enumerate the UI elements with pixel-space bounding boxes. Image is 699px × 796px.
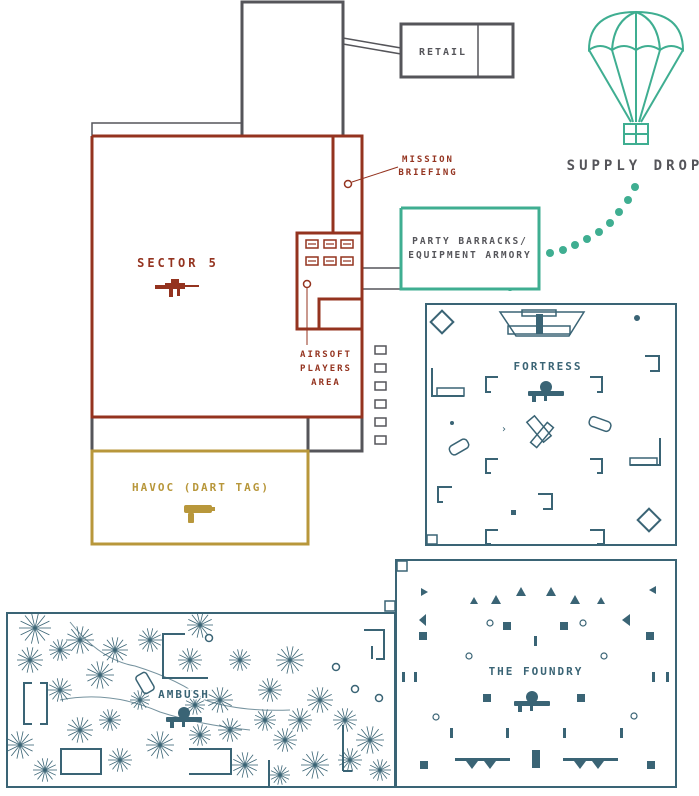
tree-icon	[369, 759, 391, 781]
mission-briefing-label-2: BRIEFING	[398, 168, 457, 178]
havoc-dart-tag-area[interactable]: HAVOC (DART TAG)	[90, 449, 310, 546]
party-barracks-outline	[399, 206, 541, 291]
tree-icon	[301, 751, 329, 779]
tree-icon	[254, 709, 276, 731]
tree-icon	[218, 718, 242, 742]
airsoft-label-2: PLAYERS	[300, 364, 352, 374]
paintball-marker-icon	[166, 707, 202, 728]
retail-label: RETAIL	[419, 47, 467, 58]
tree-icon	[338, 748, 362, 772]
airsoft-label-1: AIRSOFT	[300, 350, 352, 360]
tree-icon	[49, 639, 71, 661]
mission-briefing-marker[interactable]: MISSION BRIEFING	[343, 155, 458, 189]
tree-icon	[273, 728, 297, 752]
tree-icon	[356, 726, 384, 754]
tree-icon	[207, 687, 233, 713]
building-lower-block	[90, 415, 310, 453]
airsoft-players-area[interactable]: AIRSOFT PLAYERS AREA	[295, 231, 364, 388]
tree-icon	[258, 678, 282, 702]
party-barracks-label-2: EQUIPMENT ARMORY	[408, 250, 532, 261]
sector-5-outline	[90, 134, 364, 419]
tree-icon	[307, 687, 333, 713]
airsoft-label-3: AREA	[311, 378, 341, 388]
tree-icon	[102, 637, 128, 663]
foundry-label: THE FOUNDRY	[489, 665, 584, 678]
tree-icon	[270, 765, 290, 785]
ambush-outline	[6, 612, 396, 788]
parachute-icon	[587, 10, 685, 145]
tree-icon	[17, 647, 43, 673]
tree-icon	[99, 709, 121, 731]
tree-icon	[276, 646, 304, 674]
tree-icon	[48, 678, 72, 702]
airsoft-lockers	[305, 239, 354, 266]
tree-icon	[130, 690, 150, 710]
main-building	[90, 0, 400, 453]
crate-column	[374, 345, 387, 445]
paintball-marker-icon	[528, 381, 564, 402]
rifle-icon	[155, 279, 199, 297]
building-lower-side	[308, 415, 364, 453]
tree-icon	[232, 752, 258, 778]
building-annex-line	[91, 122, 242, 136]
party-barracks[interactable]: PARTY BARRACKS/ EQUIPMENT ARMORY	[399, 206, 541, 291]
retail-outline	[399, 22, 515, 79]
tree-icon	[19, 612, 51, 644]
havoc-label: HAVOC (DART TAG)	[132, 481, 270, 494]
party-barracks-label-1: PARTY BARRACKS/	[412, 236, 528, 247]
tree-icon	[33, 758, 57, 782]
dart-blaster-icon	[184, 505, 215, 523]
building-tower	[240, 0, 345, 138]
tree-icon	[146, 731, 174, 759]
airsoft-room	[295, 231, 364, 331]
tree-icon	[229, 649, 251, 671]
tree-icon	[66, 626, 94, 654]
tree-icon	[189, 724, 211, 746]
tree-icon	[108, 748, 132, 772]
tree-icon	[288, 708, 312, 732]
tree-icon	[86, 661, 114, 689]
retail-area[interactable]: RETAIL	[342, 22, 515, 79]
mission-briefing-label-1: MISSION	[402, 155, 454, 165]
ambush-field[interactable]: AMBUSH	[6, 612, 396, 788]
supply-drop-trail	[546, 183, 639, 257]
sector-5-label: SECTOR 5	[137, 256, 219, 270]
supply-drop-label: SUPPLY DROP	[567, 158, 699, 174]
paintball-marker-icon	[514, 691, 550, 712]
tree-icon	[187, 612, 213, 638]
tree-icon	[333, 708, 357, 732]
sector-5-arena[interactable]: SECTOR 5	[90, 134, 364, 419]
svg-text:›: ›	[502, 424, 506, 435]
tree-icon	[6, 731, 34, 759]
ambush-label: AMBUSH	[158, 688, 210, 701]
tree-icon	[178, 648, 202, 672]
fortress-outline	[425, 303, 677, 546]
tree-icon	[67, 717, 93, 743]
tree-cluster	[6, 612, 391, 785]
havoc-outline	[90, 449, 310, 546]
foundry-field[interactable]: THE FOUNDRY	[384, 559, 677, 788]
tree-icon	[138, 628, 162, 652]
fortress-field[interactable]: › FORTRESS	[425, 303, 677, 546]
fortress-label: FORTRESS	[514, 360, 583, 373]
supply-drop[interactable]: SUPPLY DROP	[567, 10, 699, 174]
